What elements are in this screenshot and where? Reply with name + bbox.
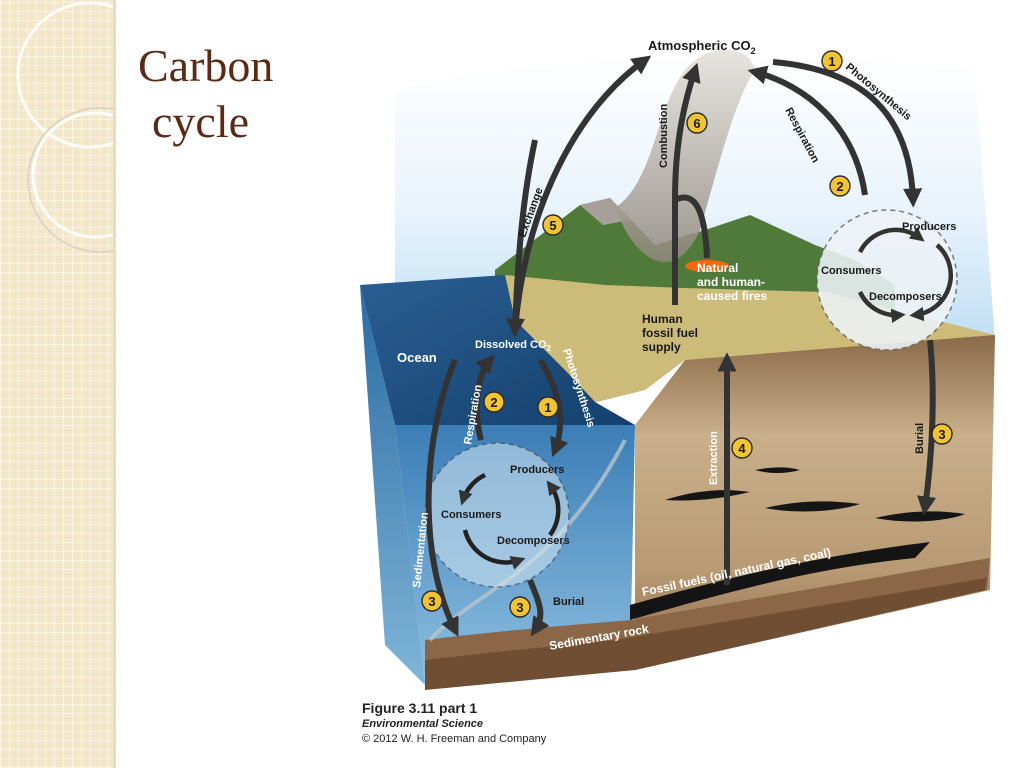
combustion-label: Combustion [658, 104, 670, 168]
slide-title: Carbon cycle [138, 38, 273, 150]
burial-land-arrow [917, 339, 937, 516]
exchange-arrow-up [512, 55, 652, 331]
fossil-deposit-4 [755, 467, 800, 473]
badge-photosynthesis-land: 1 [821, 50, 843, 72]
ocean-label: Ocean [397, 350, 437, 365]
combustion-arrow [672, 62, 701, 305]
land-cycle-arrow-3 [857, 290, 906, 323]
land-consumers-label: Consumers [821, 265, 882, 277]
svg-text:1: 1 [828, 54, 835, 69]
fossil-supply-line-1: Human [642, 312, 683, 326]
caption-figure-number: Figure 3.11 part 1 [362, 700, 478, 716]
svg-text:2: 2 [490, 395, 497, 410]
slide-title-line-2: cycle [152, 96, 250, 147]
exchange-arrow-down [505, 139, 538, 338]
badge-sedimentation: 3 [421, 590, 443, 612]
fossil-supply-line-2: fossil fuel [642, 326, 698, 340]
burial-ocean-arrow [527, 578, 550, 637]
slide-title-line-1: Carbon [138, 40, 274, 91]
burial-ocean-label: Burial [553, 596, 584, 608]
fire-smoke-arrow [673, 194, 710, 259]
decorative-rings [16, 1, 113, 253]
mountains [495, 198, 895, 310]
badge-extraction: 4 [731, 437, 753, 459]
fossil-supply-line-3: supply [642, 340, 681, 354]
figure-caption: Figure 3.11 part 1 Environmental Science… [362, 700, 546, 748]
caption-book-title: Environmental Science [362, 718, 484, 730]
fire [685, 260, 729, 272]
svg-text:3: 3 [516, 600, 523, 615]
svg-text:5: 5 [549, 218, 556, 233]
carbon-cycle-diagram: Atmospheric CO2 Dissolved CO2 Ocean Prod… [360, 38, 995, 690]
svg-text:6: 6 [693, 116, 700, 131]
sidebar-edge [113, 0, 116, 768]
photosynthesis-ocean-arrow [537, 358, 569, 458]
volcano-peak [580, 198, 630, 225]
ocean-ecosystem-circle [424, 442, 570, 588]
svg-text:3: 3 [938, 427, 945, 442]
respiration-ocean-arrow [473, 354, 496, 441]
svg-text:2: 2 [836, 179, 843, 194]
dissolved-co2-label: Dissolved CO2 [475, 339, 552, 353]
ocean-left-face [360, 285, 425, 685]
ocean-decomposers-label: Decomposers [497, 535, 570, 547]
ocean-surface [360, 275, 635, 425]
fossil-deposit-3 [875, 511, 965, 522]
fossil-fuel-band [630, 542, 930, 620]
land-producers-label: Producers [902, 221, 956, 233]
badge-burial-land: 3 [931, 423, 953, 445]
badge-photosynthesis-ocean: 1 [537, 396, 559, 418]
fires-label-line-2: and human- [697, 275, 765, 289]
sidebar-pattern [0, 0, 113, 768]
badge-respiration-land: 2 [829, 175, 851, 197]
ocean-consumers-label: Consumers [441, 509, 502, 521]
fossil-deposit-2 [765, 501, 860, 512]
ocean-cycle-arrow-2 [546, 480, 561, 537]
svg-text:3: 3 [428, 594, 435, 609]
atmospheric-co2-label: Atmospheric CO2 [648, 38, 756, 56]
land-cycle-arrow-2 [909, 243, 954, 322]
svg-text:4: 4 [738, 441, 746, 456]
respiration-land-arrow [747, 65, 868, 196]
ocean-cycle-arrow-3 [462, 529, 526, 570]
badge-exchange: 5 [542, 214, 564, 236]
photosynthesis-land-arrow [772, 59, 923, 208]
fires-label-line-1: Natural [697, 261, 738, 275]
land-cycle-arrow-1 [857, 227, 925, 254]
smoke-plume [615, 49, 755, 263]
badge-burial-ocean: 3 [509, 596, 531, 618]
caption-copyright: © 2012 W. H. Freeman and Company [362, 733, 547, 745]
badge-respiration-ocean: 2 [483, 391, 505, 413]
ocean-cycle-arrow-1 [458, 472, 487, 506]
badge-combustion: 6 [686, 112, 708, 134]
land-decomposers-label: Decomposers [869, 291, 942, 303]
svg-text:1: 1 [544, 400, 551, 415]
fires-label-line-3: caused fires [697, 289, 767, 303]
extraction-label: Extraction [708, 431, 720, 485]
ocean-producers-label: Producers [510, 464, 564, 476]
burial-land-label: Burial [914, 423, 926, 454]
sedimentary-rock-layer [425, 578, 987, 690]
